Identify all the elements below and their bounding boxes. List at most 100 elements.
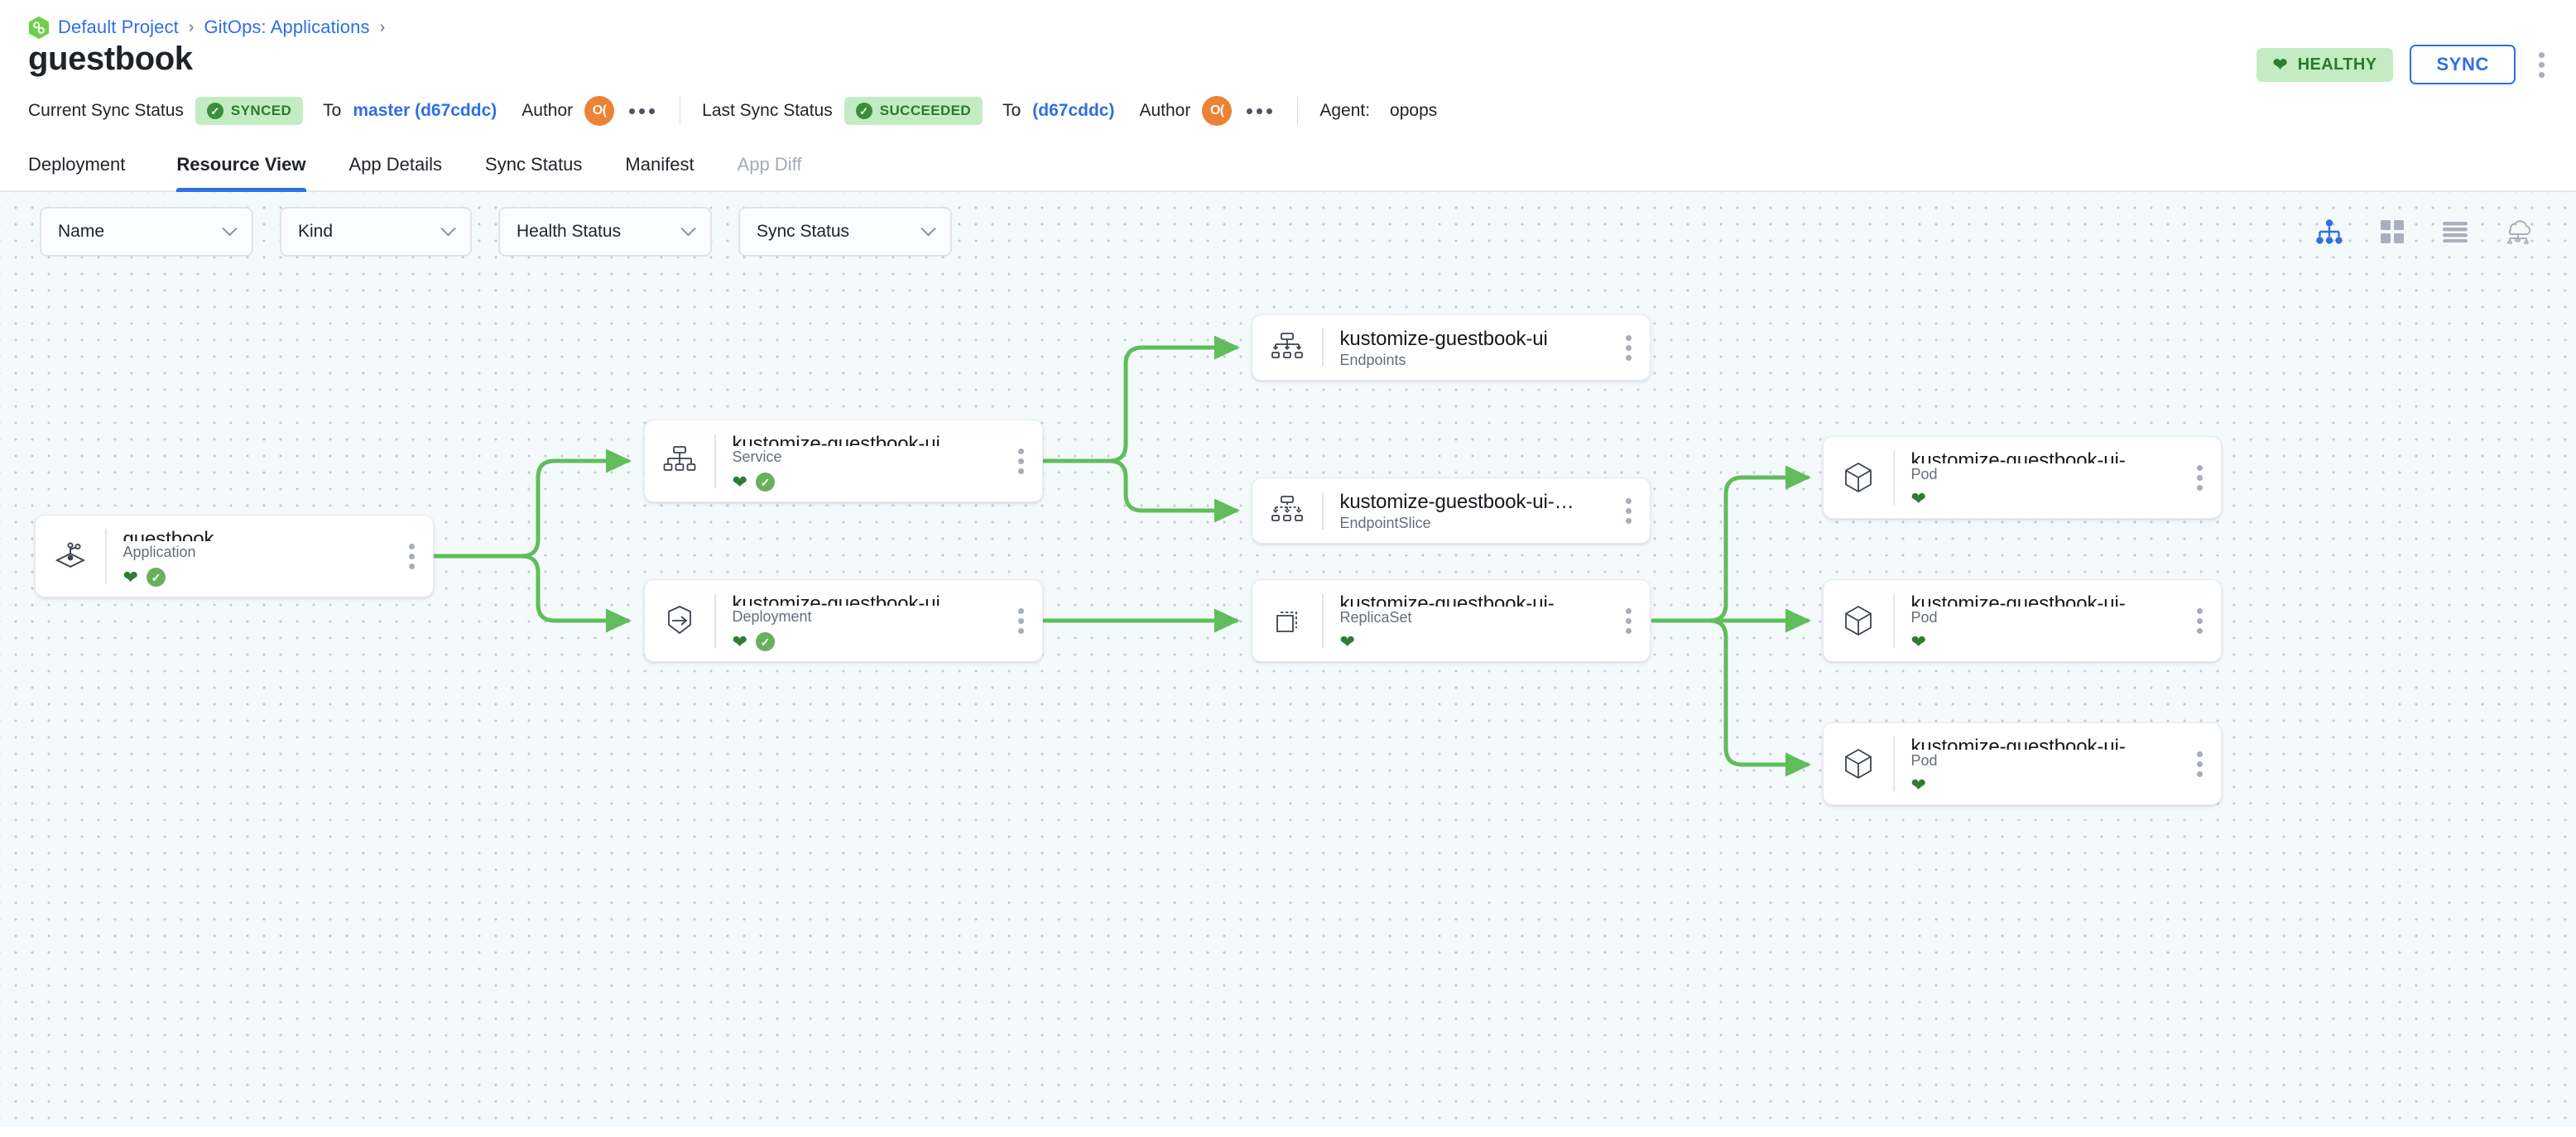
agent-value: opops [1390, 101, 1438, 120]
health-label: HEALTHY [2297, 55, 2377, 74]
grid-view-icon[interactable] [2376, 215, 2409, 248]
node-overflow-menu-icon[interactable] [1607, 315, 1650, 380]
node-title: kustomize-guestbook-ui-… [1910, 592, 2146, 607]
filter-name-label: Name [58, 222, 105, 241]
tab-sync-status[interactable]: Sync Status [485, 154, 583, 175]
last-sync-more-icon[interactable] [1243, 103, 1276, 119]
node-badges: ❤ [1911, 776, 2179, 794]
node-body: guestbook Application ❤ ✓ [107, 516, 391, 597]
application-icon [36, 516, 105, 597]
node-body: kustomize-guestbook-ui-… Pod ❤ [1895, 723, 2179, 804]
heart-icon: ❤ [732, 631, 747, 652]
title-row: guestbook ❤ HEALTHY SYNC [0, 35, 2576, 84]
heart-icon: ❤ [123, 566, 138, 588]
pod-icon [1824, 437, 1893, 518]
node-title: kustomize-guestbook-ui [732, 433, 940, 447]
current-sync-status-label: Current Sync Status [28, 101, 184, 120]
node-badges: ❤ [1911, 633, 2179, 651]
heart-icon: ❤ [2272, 55, 2288, 74]
node-title: kustomize-guestbook-ui [1339, 328, 1548, 350]
filter-health-status-select[interactable]: Health Status [498, 207, 712, 257]
avatar[interactable]: O( [584, 96, 615, 126]
chevron-down-icon [680, 220, 696, 236]
filter-sync-status-select[interactable]: Sync Status [738, 207, 952, 257]
node-badges: ❤ [1911, 490, 2179, 508]
tab-app-details[interactable]: App Details [348, 154, 443, 175]
tabs-bar: Deployment Resource View App Details Syn… [0, 141, 2576, 192]
tree-view-icon[interactable] [2313, 215, 2346, 248]
graph-node-application[interactable]: guestbook Application ❤ ✓ [35, 515, 434, 597]
graph-node-pod[interactable]: kustomize-guestbook-ui-… Pod ❤ [1823, 579, 2222, 662]
header-overflow-menu-icon[interactable] [2532, 49, 2551, 81]
graph-layer: guestbook Application ❤ ✓ [0, 192, 2576, 1127]
status-badge-health: ❤ HEALTHY [2256, 47, 2394, 82]
breadcrumb-link-gitops-applications[interactable]: GitOps: Applications [204, 17, 370, 37]
filter-kind-select[interactable]: Kind [280, 207, 472, 257]
filter-toolbar: Name Kind Health Status Sync Status [0, 192, 2576, 271]
divider [1893, 736, 1895, 791]
node-overflow-menu-icon[interactable] [2178, 723, 2221, 804]
filter-kind-label: Kind [298, 222, 334, 241]
service-icon [645, 420, 714, 501]
node-body: kustomize-guestbook-ui-… Pod ❤ [1895, 437, 2179, 518]
node-title: guestbook [123, 528, 214, 542]
current-revision-link[interactable]: master (d67cddc) [353, 101, 497, 120]
graph-node-endpoints[interactable]: kustomize-guestbook-ui Endpoints [1252, 314, 1651, 381]
chevron-down-icon [440, 220, 456, 236]
node-title: kustomize-guestbook-ui [732, 592, 940, 607]
last-sync-status-group: Last Sync Status ✓ SUCCEEDED To (d67cddc… [702, 96, 1276, 126]
check-circle-icon: ✓ [755, 632, 775, 651]
heart-icon: ❤ [1910, 775, 1926, 795]
node-overflow-menu-icon[interactable] [999, 420, 1042, 501]
filter-health-status-label: Health Status [517, 222, 622, 241]
tab-manifest[interactable]: Manifest [625, 154, 694, 175]
page-title: guestbook [28, 41, 193, 77]
resource-graph-canvas[interactable]: Name Kind Health Status Sync Status [0, 192, 2576, 1127]
current-sync-status-chip-label: SYNCED [230, 103, 292, 118]
graph-node-pod[interactable]: kustomize-guestbook-ui-… Pod ❤ [1823, 722, 2222, 805]
last-to-label: To [1002, 101, 1021, 120]
list-view-icon[interactable] [2439, 215, 2472, 248]
node-overflow-menu-icon[interactable] [1607, 478, 1650, 543]
heart-icon: ❤ [1910, 631, 1926, 652]
endpointslice-icon [1252, 478, 1322, 543]
heart-icon: ❤ [1910, 488, 1926, 509]
check-circle-icon: ✓ [146, 568, 166, 587]
node-overflow-menu-icon[interactable] [1607, 580, 1650, 661]
graph-node-pod[interactable]: kustomize-guestbook-ui-… Pod ❤ [1823, 436, 2222, 519]
last-sync-status-chip-label: SUCCEEDED [879, 103, 972, 118]
node-overflow-menu-icon[interactable] [2178, 437, 2221, 518]
last-author-label: Author [1139, 101, 1191, 120]
node-body: kustomize-guestbook-ui-… EndpointSlice [1324, 478, 1608, 543]
current-sync-more-icon[interactable] [626, 103, 658, 119]
sync-button[interactable]: SYNC [2410, 45, 2516, 84]
node-kind: EndpointSlice [1339, 515, 1431, 532]
last-revision-link[interactable]: (d67cddc) [1032, 101, 1115, 120]
node-badges: ❤ [1340, 633, 1608, 651]
page-header: Default Project › GitOps: Applications ›… [0, 0, 2576, 192]
graph-node-replicaset[interactable]: kustomize-guestbook-ui-… ReplicaSet ❤ [1252, 579, 1651, 662]
avatar[interactable]: O( [1202, 96, 1233, 126]
tab-deployment[interactable]: Deployment [28, 154, 126, 175]
last-sync-status-label: Last Sync Status [702, 101, 833, 120]
graph-node-service[interactable]: kustomize-guestbook-ui Service ❤ ✓ [644, 420, 1043, 502]
node-overflow-menu-icon[interactable] [2178, 580, 2221, 661]
pod-icon [1824, 580, 1893, 661]
graph-node-deployment[interactable]: kustomize-guestbook-ui Deployment ❤ ✓ [644, 579, 1043, 662]
network-view-icon[interactable] [2502, 215, 2535, 248]
breadcrumb: Default Project › GitOps: Applications › [0, 0, 2576, 39]
endpoints-icon [1252, 315, 1322, 380]
tab-resource-view[interactable]: Resource View [155, 141, 327, 192]
divider [1893, 450, 1895, 505]
node-overflow-menu-icon[interactable] [390, 516, 433, 597]
tab-app-diff: App Diff [737, 154, 802, 175]
node-body: kustomize-guestbook-ui Service ❤ ✓ [716, 420, 1000, 501]
divider [714, 593, 716, 648]
chevron-down-icon [222, 220, 238, 236]
agent-group: Agent: opops [1319, 101, 1437, 121]
breadcrumb-link-default-project[interactable]: Default Project [58, 17, 179, 37]
current-sync-status-group: Current Sync Status ✓ SYNCED To master (… [28, 96, 658, 126]
graph-node-endpointslice[interactable]: kustomize-guestbook-ui-… EndpointSlice [1252, 477, 1651, 544]
node-overflow-menu-icon[interactable] [999, 580, 1042, 661]
filter-name-select[interactable]: Name [40, 207, 253, 257]
